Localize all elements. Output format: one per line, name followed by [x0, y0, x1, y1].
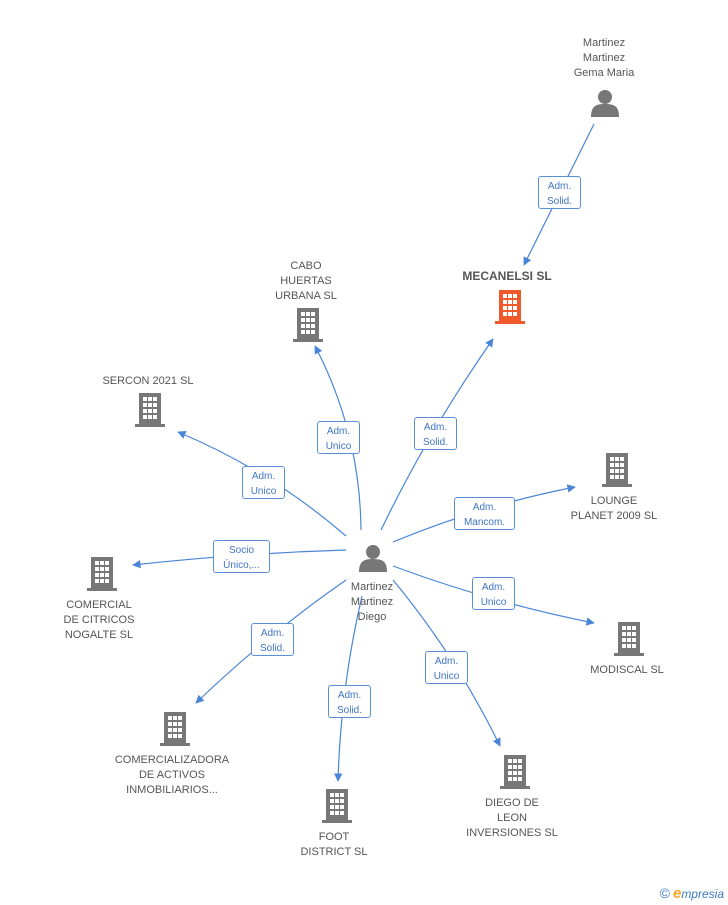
node-label-line: MODISCAL SL — [590, 664, 664, 676]
node-label-line: INVERSIONES SL — [466, 827, 558, 839]
person-icon — [359, 545, 387, 572]
building-icon — [500, 755, 530, 789]
node-label-line: Martinez — [583, 52, 625, 64]
node-diegodeleon[interactable]: DIEGO DE LEON INVERSIONES SL — [466, 755, 558, 839]
edge-label-comercial[interactable]: Socio Único,... — [213, 540, 270, 573]
node-label-line: DE ACTIVOS — [139, 769, 205, 781]
node-comercializadora[interactable]: COMERCIALIZADORA DE ACTIVOS INMOBILIARIOS.… — [115, 712, 230, 796]
node-label-line: Martinez — [351, 581, 393, 593]
edge-label-foot[interactable]: Adm. Solid. — [328, 685, 371, 718]
edge-label-mecanelsi[interactable]: Adm. Solid. — [538, 176, 581, 209]
node-label-line: SERCON 2021 SL — [102, 375, 193, 387]
node-label-line: PLANET 2009 SL — [571, 510, 658, 522]
node-cabo[interactable]: CABO HUERTAS URBANA SL — [275, 260, 337, 342]
edge-label-diegodeleon[interactable]: Adm. Unico — [425, 651, 468, 684]
node-label-line: Diego — [358, 611, 387, 623]
building-icon — [495, 290, 525, 324]
building-icon — [322, 789, 352, 823]
brand-logo-e: e — [672, 885, 682, 902]
node-label-line: DISTRICT SL — [300, 846, 367, 858]
edge-label-lounge[interactable]: Adm. Mancom. — [454, 497, 515, 530]
node-foot[interactable]: FOOT DISTRICT SL — [300, 789, 368, 858]
node-label-line: URBANA SL — [275, 290, 337, 302]
node-sercon[interactable]: SERCON 2021 SL — [102, 375, 194, 427]
edges-layer — [132, 123, 595, 782]
edge-label-comercializadora[interactable]: Adm. Solid. — [251, 623, 294, 656]
node-label-line: FOOT — [319, 831, 350, 843]
edge-label-mecanelsi[interactable]: Adm. Solid. — [414, 417, 457, 450]
node-label-line: DE CITRICOS — [64, 614, 135, 626]
edge-label-modiscal[interactable]: Adm. Unico — [472, 577, 515, 610]
brand-logo-text: mpresia — [681, 887, 724, 901]
node-label-line: MECANELSI SL — [462, 269, 551, 283]
node-label-line: Gema Maria — [574, 67, 635, 79]
node-label-line: Martinez — [583, 37, 625, 49]
copyright-icon: © — [659, 885, 670, 901]
node-lounge[interactable]: LOUNGE PLANET 2009 SL — [571, 453, 658, 522]
building-icon — [87, 557, 117, 591]
node-label-line: COMERCIALIZADORA — [115, 754, 230, 766]
node-label-line: INMOBILIARIOS... — [126, 784, 218, 796]
edge-label-cabo[interactable]: Adm. Unico — [317, 421, 360, 454]
node-mecanelsi[interactable]: MECANELSI SL — [462, 269, 552, 324]
node-comercial[interactable]: COMERCIAL DE CITRICOS NOGALTE SL — [64, 557, 135, 641]
node-label-line: CABO — [290, 260, 322, 272]
node-label-line: DIEGO DE — [485, 797, 539, 809]
node-label-line: Martinez — [351, 596, 393, 608]
node-label-line: NOGALTE SL — [65, 629, 133, 641]
building-icon — [293, 308, 323, 342]
building-icon — [614, 622, 644, 656]
edge-label-sercon[interactable]: Adm. Unico — [242, 466, 285, 499]
nodes-layer: MartinezMartinezDiegoMartinezMartinezGem… — [64, 37, 664, 858]
node-label-line: LOUNGE — [591, 495, 637, 507]
brand-footer[interactable]: ©empresia — [660, 885, 724, 902]
node-label-line: LEON — [497, 812, 527, 824]
building-icon — [602, 453, 632, 487]
building-icon — [160, 712, 190, 746]
building-icon — [135, 393, 165, 427]
node-label-line: COMERCIAL — [66, 599, 131, 611]
person-icon — [591, 90, 619, 117]
node-label-line: HUERTAS — [280, 275, 332, 287]
node-modiscal[interactable]: MODISCAL SL — [590, 622, 664, 676]
